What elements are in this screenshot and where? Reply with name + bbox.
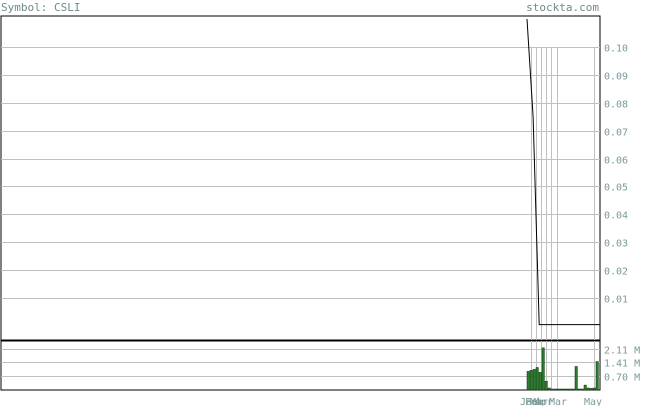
x-tick-label: Apr xyxy=(535,397,553,406)
volume-tick-label: 1.41 M xyxy=(604,359,640,370)
x-tick-label: May xyxy=(584,397,602,406)
volume-bar xyxy=(595,361,599,391)
volume-bar xyxy=(532,369,536,391)
price-panel-frame xyxy=(0,15,601,341)
volume-bar xyxy=(565,388,569,391)
price-tick-label: 0.08 xyxy=(604,100,628,111)
volume-bar xyxy=(583,384,587,391)
volume-bar xyxy=(553,388,557,391)
x-tick-label: Mar xyxy=(530,397,548,406)
volume-panel-frame xyxy=(0,340,601,391)
volume-bar xyxy=(526,371,530,391)
x-tick-label: Jan xyxy=(520,397,538,406)
price-tick-label: 0.09 xyxy=(604,72,628,83)
price-line xyxy=(526,18,600,326)
volume-bar xyxy=(577,388,581,391)
price-tick-label: 0.01 xyxy=(604,295,628,306)
price-tick-label: 0.02 xyxy=(604,267,628,278)
volume-bar xyxy=(538,372,542,391)
symbol-label: Symbol: CSLI xyxy=(1,1,80,14)
price-tick-label: 0.07 xyxy=(604,128,628,139)
price-tick-label: 0.10 xyxy=(604,44,628,55)
volume-bar xyxy=(544,380,548,391)
volume-bar xyxy=(574,366,578,391)
volume-bar xyxy=(547,387,551,391)
price-panel: 0.01 0.02 0.03 0.04 0.05 0.06 0.07 0.08 0.09 0.10 xyxy=(0,15,628,341)
volume-bar xyxy=(571,388,575,391)
volume-tick-label: 2.11 M xyxy=(604,346,640,357)
price-tick-label: 0.05 xyxy=(604,183,628,194)
volume-bar xyxy=(586,387,590,391)
x-tick-label: Feb xyxy=(525,397,543,406)
price-tick-label: 0.06 xyxy=(604,156,628,167)
volume-bar xyxy=(556,388,560,391)
volume-bar xyxy=(559,388,563,391)
volume-bar xyxy=(550,388,554,391)
brand-label[interactable]: stockta.com xyxy=(526,1,599,14)
volume-bar xyxy=(529,370,533,391)
price-tick-label: 0.03 xyxy=(604,239,628,250)
volume-bar xyxy=(592,387,596,391)
volume-bar xyxy=(568,388,572,391)
volume-bar xyxy=(580,388,584,391)
price-tick-label: 0.04 xyxy=(604,211,628,222)
volume-bar xyxy=(541,347,545,391)
x-tick-label: Mar xyxy=(549,397,567,406)
volume-bar xyxy=(562,388,566,391)
volume-bar xyxy=(535,367,539,391)
volume-tick-label: 0.70 M xyxy=(604,373,640,384)
volume-bar xyxy=(589,388,593,391)
